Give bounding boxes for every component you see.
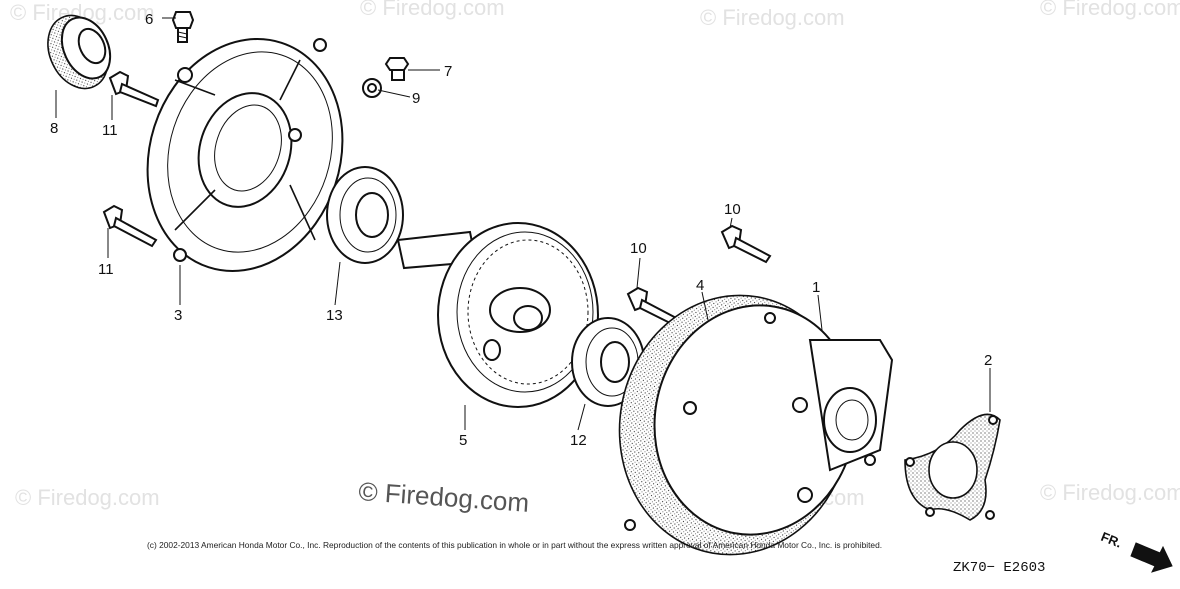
front-direction-arrow: FR. xyxy=(1099,529,1173,573)
fr-label: FR. xyxy=(1099,529,1124,551)
part-8-oil-seal xyxy=(47,14,112,90)
callout-8: 8 xyxy=(50,120,58,137)
watermark-top-right: © Firedog.com xyxy=(700,5,845,30)
part-3-cover xyxy=(146,37,344,273)
watermark-bottom-right: © Firedog.com xyxy=(1040,480,1180,505)
leader-lines xyxy=(55,17,991,431)
part-9-washer xyxy=(362,78,382,98)
diagram-code: ZK70− E2603 xyxy=(953,560,1045,576)
part-6-bolt xyxy=(171,11,195,43)
part-11-bolt-lower xyxy=(102,204,158,248)
callout-11-upper: 11 xyxy=(102,122,118,139)
part-10-bolt-right xyxy=(720,224,772,264)
callout-11-lower: 11 xyxy=(98,261,114,278)
callout-13: 13 xyxy=(326,307,343,324)
callout-7: 7 xyxy=(444,63,452,80)
part-11-bolt-upper xyxy=(108,70,160,108)
callout-4: 4 xyxy=(696,277,704,294)
watermark-main: © Firedog.com xyxy=(358,476,531,518)
callout-10-left: 10 xyxy=(630,240,647,257)
part-5-ring-gear xyxy=(396,222,599,408)
copyright-notice: (c) 2002-2013 American Honda Motor Co., … xyxy=(147,540,882,550)
callouts: 1 2 3 4 5 6 7 8 9 10 10 11 11 12 13 xyxy=(50,11,992,449)
callout-12: 12 xyxy=(570,432,587,449)
part-13-bearing xyxy=(326,166,404,264)
callout-6: 6 xyxy=(145,11,153,28)
part-12-bearing xyxy=(571,317,645,407)
callout-9: 9 xyxy=(412,90,420,107)
watermark-top-mid: © Firedog.com xyxy=(360,0,505,20)
watermark-top-far-right: © Firedog.com xyxy=(1040,0,1180,20)
part-7-plug xyxy=(384,57,410,81)
callout-3: 3 xyxy=(174,307,182,324)
watermark-bottom-left: © Firedog.com xyxy=(15,485,160,510)
part-2-gasket xyxy=(904,413,1001,521)
part-1-housing xyxy=(624,304,894,536)
callout-1: 1 xyxy=(812,279,820,296)
callout-2: 2 xyxy=(984,352,992,369)
callout-5: 5 xyxy=(459,432,467,449)
callout-10-right: 10 xyxy=(724,201,741,218)
